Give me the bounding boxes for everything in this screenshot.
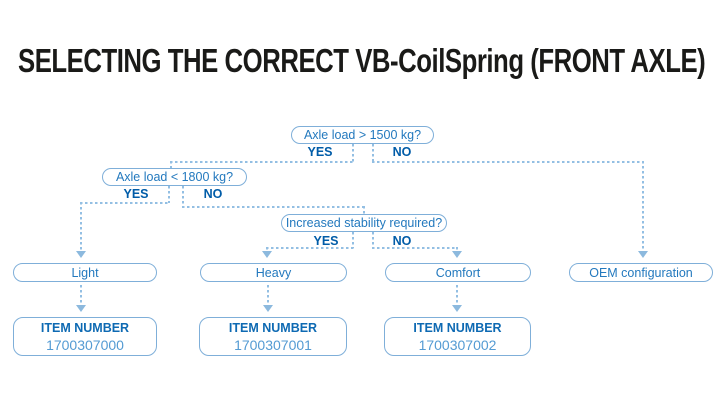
result-heavy-text: Heavy [255,265,292,280]
connector-d2-no-horizontal [182,206,365,208]
arrow-down-comfort [452,251,462,258]
connector-d2-yes-vertical [168,186,170,203]
decision-3-yes-label: YES [313,234,339,248]
arrow-down-item-3 [452,305,462,312]
decision-increased-stability: Increased stability required? [281,214,447,232]
decision-3-no-label: NO [392,234,412,248]
connector-d1-no-vertical [372,144,374,162]
decision-1-no-label: NO [392,145,412,159]
decision-increased-stability-text: Increased stability required? [285,216,443,230]
connector-d1-yes-vertical [352,144,354,162]
result-light: Light [13,263,157,282]
result-oem-configuration: OEM configuration [569,263,713,282]
decision-axle-load-1800-text: Axle load < 1800 kg? [115,170,234,184]
item-number-label-3: ITEM NUMBER [413,320,502,335]
item-number-value-3: 1700307002 [418,336,497,353]
decision-axle-load-1800: Axle load < 1800 kg? [102,168,247,186]
arrow-down-item-2 [263,305,273,312]
decision-2-yes-label: YES [123,187,149,201]
item-number-value-1: 1700307000 [46,336,124,353]
connector-heavy-item [267,285,269,304]
connector-d3-yes-vertical [352,232,354,248]
result-comfort: Comfort [385,263,531,282]
result-heavy: Heavy [200,263,347,282]
item-number-box-2: ITEM NUMBER 1700307001 [199,317,347,356]
decision-axle-load-1500: Axle load > 1500 kg? [291,126,434,144]
item-number-label-2: ITEM NUMBER [228,320,318,335]
connector-d1-yes-horizontal [170,161,354,163]
connector-d2-yes-drop [80,202,82,251]
connector-d1-yes-drop [170,161,172,169]
decision-1-yes-label: YES [307,145,333,159]
decision-2-no-label: NO [203,187,223,201]
connector-d2-no-drop [363,206,365,215]
connector-light-item [80,285,82,304]
arrow-down-heavy [262,251,272,258]
connector-d2-yes-horizontal [80,202,170,204]
connector-d3-no-drop [456,247,458,252]
decision-axle-load-1500-text: Axle load > 1500 kg? [303,128,422,142]
connector-d3-yes-horizontal [266,247,354,249]
result-comfort-text: Comfort [435,265,481,280]
arrow-down-item-1 [76,305,86,312]
arrow-down-oem [638,251,648,258]
arrow-down-light [76,251,86,258]
connector-d3-no-vertical [372,232,374,248]
result-light-text: Light [71,265,99,280]
connector-d3-yes-drop [266,247,268,252]
connector-d1-no-horizontal [372,161,643,163]
item-number-label-1: ITEM NUMBER [40,320,130,335]
item-number-value-2: 1700307001 [234,336,312,353]
item-number-box-3: ITEM NUMBER 1700307002 [384,317,531,356]
connector-comfort-item [456,285,458,304]
page-title: SELECTING THE CORRECT VB-CoilSpring (FRO… [18,42,706,79]
connector-d1-no-drop [642,161,644,251]
connector-d3-no-horizontal [372,247,458,249]
result-oem-configuration-text: OEM configuration [589,265,693,280]
item-number-box-1: ITEM NUMBER 1700307000 [13,317,157,356]
connector-d2-no-vertical [182,186,184,207]
